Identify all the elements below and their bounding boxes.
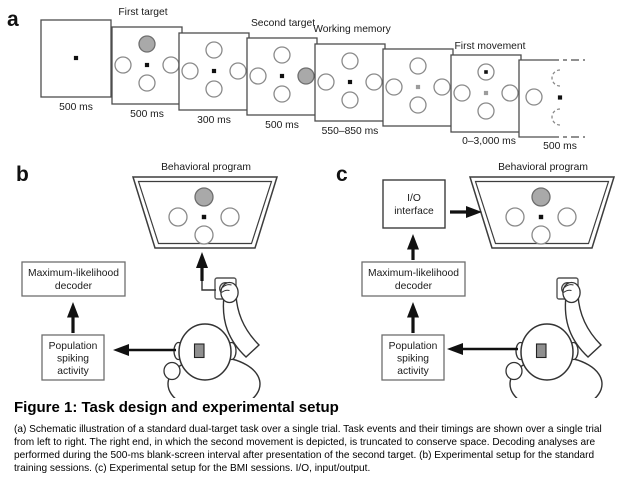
frame-title-second-target: Second target — [251, 18, 315, 29]
population-line2: spiking — [57, 354, 89, 365]
screen-title-b: Behavioral program — [161, 162, 251, 173]
panel-b-label: b — [16, 163, 29, 186]
frame-time-4: 500 ms — [265, 120, 299, 131]
trial-frame-5 — [314, 43, 386, 122]
fixation-dot — [144, 62, 150, 68]
trial-frame-6 — [382, 48, 454, 127]
population-line2: spiking — [397, 354, 429, 365]
fixation-dot — [73, 55, 79, 61]
frame-time-5: 550–850 ms — [322, 126, 379, 137]
fixation-dot-gray — [483, 90, 489, 96]
figure-canvas: a First target Second target Working mem… — [7, 7, 615, 398]
decoder-box-c: Maximum-likelihood decoder — [361, 261, 466, 297]
fixation-dot — [211, 68, 217, 74]
target-circle-top-gray — [138, 35, 156, 53]
frame-time-3: 300 ms — [197, 115, 231, 126]
population-box-c: Population spiking activity — [381, 334, 445, 381]
trial-frame-2 — [111, 26, 183, 105]
panel-a-label: a — [7, 8, 19, 31]
population-line3: activity — [397, 366, 429, 377]
screen-title-c: Behavioral program — [498, 162, 588, 173]
population-line1: Population — [389, 341, 438, 352]
fixation-dot-gray — [415, 84, 421, 90]
arrow-population-to-decoder-b — [67, 302, 79, 333]
io-line2: interface — [394, 206, 434, 217]
trial-frame-3 — [178, 32, 250, 111]
decoder-line2: decoder — [55, 281, 93, 292]
trial-frame-4 — [246, 37, 318, 116]
torn-target-top — [551, 69, 561, 87]
panel-c-label: c — [336, 163, 348, 186]
frame-time-1: 500 ms — [59, 102, 93, 113]
arrow-io-to-screen — [450, 206, 482, 218]
frame-title-working-memory: Working memory — [313, 24, 391, 35]
trial-frame-1 — [40, 19, 112, 98]
arrow-decoder-to-io — [407, 234, 419, 260]
frame-time-2: 500 ms — [130, 109, 164, 120]
frame-title-first-movement: First movement — [455, 41, 526, 52]
arrow-monkey-to-population-b — [113, 344, 176, 356]
population-line3: activity — [57, 366, 89, 377]
decoder-line1: Maximum-likelihood — [368, 268, 459, 279]
io-interface-box: I/O interface — [382, 179, 446, 229]
frame-title-first-target: First target — [118, 7, 167, 18]
torn-target-bottom — [551, 108, 561, 126]
decoder-box-b: Maximum-likelihood decoder — [21, 261, 126, 297]
fixation-dot — [557, 95, 563, 100]
fixation-dot — [347, 79, 353, 85]
trial-frame-8-truncated — [518, 59, 585, 138]
arrow-monkey-to-population-c — [447, 343, 518, 355]
trial-frame-7 — [450, 54, 522, 133]
cursor-in-target-dot — [484, 70, 488, 74]
arrow-joystick-to-screen — [196, 252, 216, 291]
population-box-b: Population spiking activity — [41, 334, 105, 381]
population-line1: Population — [49, 341, 98, 352]
io-line1: I/O — [407, 193, 421, 204]
frame-time-8: 500 ms — [543, 141, 577, 152]
target-circle-right-gray — [297, 67, 315, 85]
figure-caption: Figure 1: Task design and experimental s… — [14, 399, 610, 475]
caption-body: (a) Schematic illustration of a standard… — [14, 424, 602, 474]
decoder-line1: Maximum-likelihood — [28, 268, 119, 279]
fixation-dot — [279, 73, 285, 79]
caption-title: Figure 1: Task design and experimental s… — [14, 399, 339, 416]
decoder-line2: decoder — [395, 281, 433, 292]
arrow-population-to-decoder-c — [407, 302, 419, 333]
frame-time-7: 0–3,000 ms — [462, 136, 516, 147]
